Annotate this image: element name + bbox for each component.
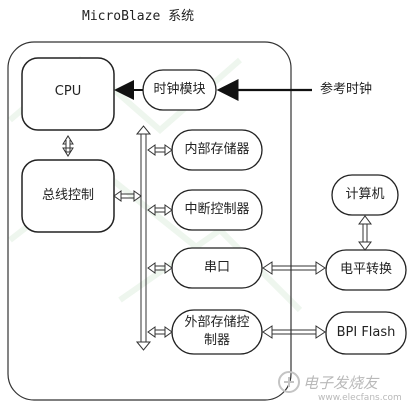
clock-module-label: 时钟模块 <box>153 82 206 97</box>
external-memory-controller-label-line2: 制器 <box>203 333 230 348</box>
computer-label: 计算机 <box>345 187 385 202</box>
bus-peripheral-connectors <box>147 144 173 338</box>
computer-block <box>331 174 399 216</box>
bus-control-label: 总线控制 <box>41 188 94 203</box>
serial-port-label: 串口 <box>203 260 230 275</box>
watermark-text: 电子发烧友 <box>303 374 379 392</box>
diagram-title: MicroBlaze 系统 <box>82 9 195 24</box>
watermark-logo <box>278 371 300 393</box>
level-shifter-block <box>325 249 407 291</box>
system-bus <box>135 125 152 351</box>
cpu-label: CPU <box>54 84 82 99</box>
extmem-flash-connector <box>262 325 326 339</box>
interrupt-controller-label: 中断控制器 <box>184 202 250 217</box>
internal-memory-label: 内部存储器 <box>184 142 250 157</box>
level-shifter-label: 电平转换 <box>339 262 392 277</box>
external-memory-controller-label-line1: 外部存储控 <box>184 315 250 330</box>
computer-levelshift-connector <box>358 215 372 251</box>
reference-clock-label: 参考时钟 <box>320 82 373 97</box>
bpi-flash-label: BPI Flash <box>336 325 396 340</box>
bpi-flash-block <box>325 311 407 355</box>
cpu-bus-connector <box>62 135 74 157</box>
bus-control-connector <box>113 190 142 202</box>
serial-levelshift-connector <box>262 261 326 275</box>
system-boundary <box>7 41 292 401</box>
watermark-url: www.elecfans.com <box>318 393 402 403</box>
